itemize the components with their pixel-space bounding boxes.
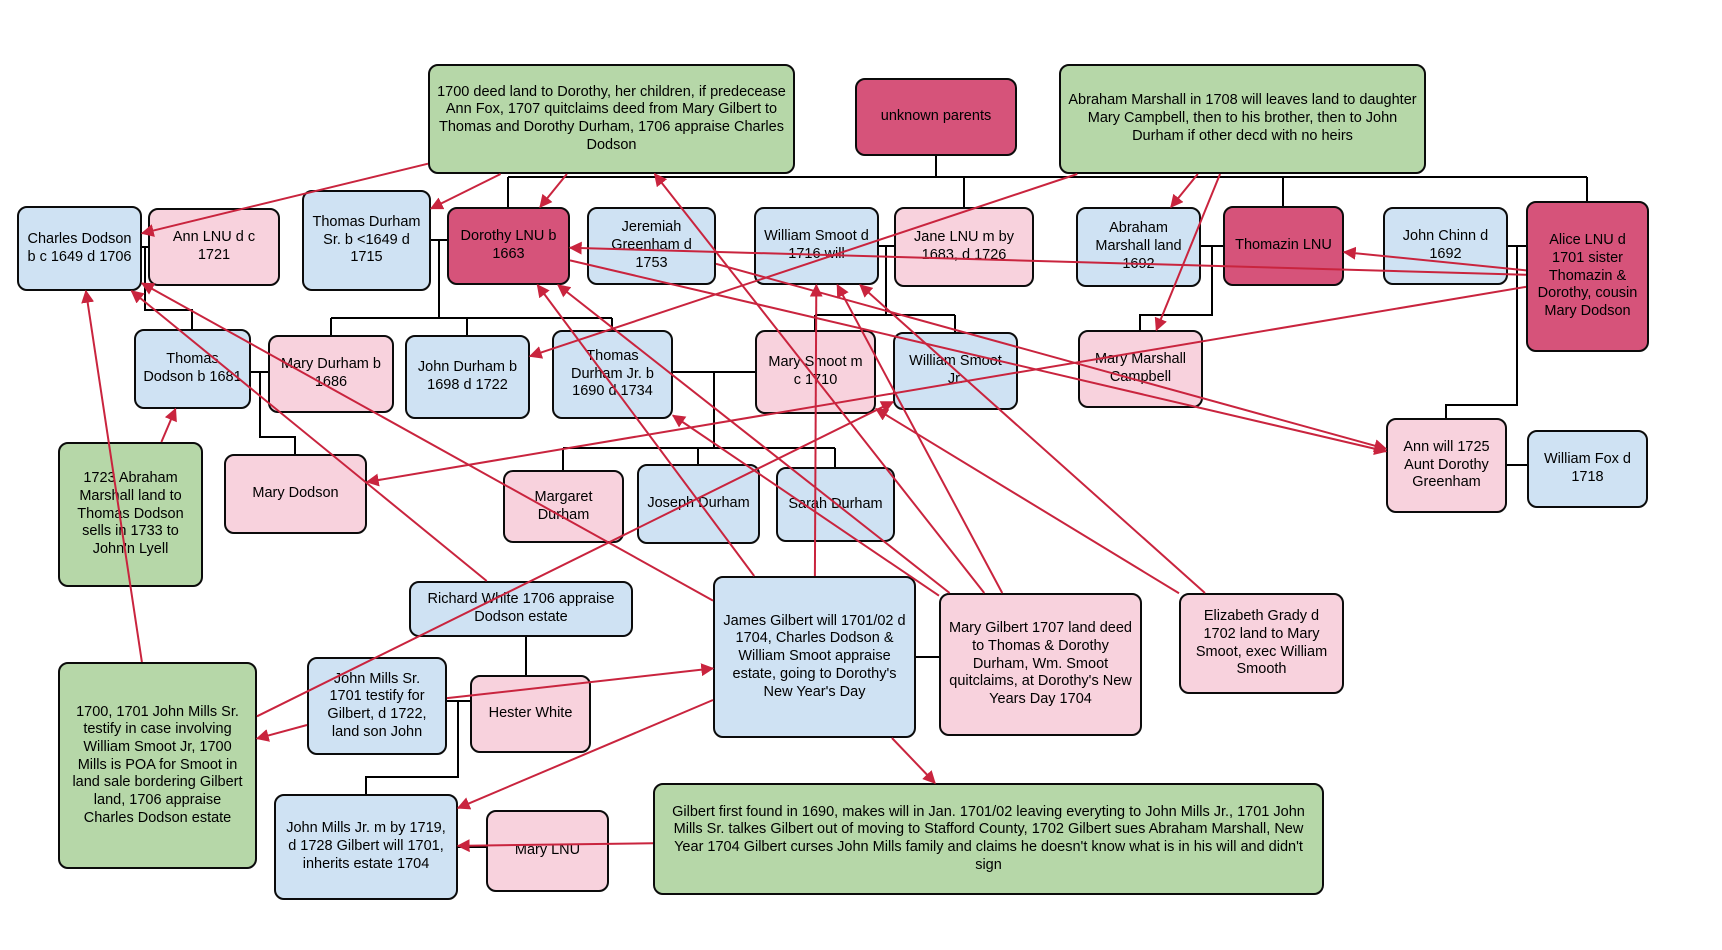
- note-1723-marshall: 1723 Abraham Marshall land to Thomas Dod…: [58, 442, 203, 587]
- ann-will-1725: Ann will 1725 Aunt Dorothy Greenham: [1386, 418, 1507, 513]
- sarah-durham: Sarah Durham: [776, 467, 895, 542]
- arrow-note-1723-marshall-to-thomas-dodson: [160, 407, 177, 443]
- mary-marshall-campbell: Mary Marshall Campbell: [1078, 330, 1203, 408]
- ann-lnu: Ann LNU d c 1721: [148, 208, 280, 286]
- note-marshall-will: Abraham Marshall in 1708 will leaves lan…: [1059, 64, 1426, 174]
- elizabeth-grady: Elizabeth Grady d 1702 land to Mary Smoo…: [1179, 593, 1344, 694]
- joseph-durham: Joseph Durham: [637, 464, 760, 544]
- john-chinn: John Chinn d 1692: [1383, 207, 1508, 285]
- abraham-marshall: Abraham Marshall land 1692: [1076, 207, 1201, 287]
- arrow-note-deed-1700-to-thomas-durham-sr: [429, 173, 502, 210]
- note-deed-1700: 1700 deed land to Dorothy, her children,…: [428, 64, 795, 174]
- charles-dodson: Charles Dodson b c 1649 d 1706: [17, 206, 142, 291]
- arrow-elizabeth-grady-to-mary-smoot: [874, 407, 1180, 595]
- thomazin-lnu: Thomazin LNU: [1223, 206, 1344, 286]
- william-fox: William Fox d 1718: [1527, 430, 1648, 508]
- john-mills-jr: John Mills Jr. m by 1719, d 1728 Gilbert…: [274, 794, 458, 900]
- note-mills-testify: 1700, 1701 John Mills Sr. testify in cas…: [58, 662, 257, 869]
- mary-dodson: Mary Dodson: [224, 454, 367, 534]
- mary-gilbert: Mary Gilbert 1707 land deed to Thomas & …: [939, 593, 1142, 736]
- mary-smoot: Mary Smoot m c 1710: [755, 330, 876, 414]
- alice-lnu: Alice LNU d 1701 sister Thomazin & Dorot…: [1526, 201, 1649, 352]
- william-smoot: William Smoot d 1716 will: [754, 207, 879, 285]
- jeremiah-greenham: Jeremiah Greenham d 1753: [587, 207, 716, 285]
- jane-lnu: Jane LNU m by 1683, d 1726: [894, 207, 1034, 287]
- thomas-durham-sr: Thomas Durham Sr. b <1649 d 1715: [302, 190, 431, 291]
- mary-durham: Mary Durham b 1686: [268, 335, 394, 413]
- margaret-durham: Margaret Durham: [503, 470, 624, 543]
- arrow-james-gilbert-to-note-gilbert-history: [891, 737, 936, 784]
- john-mills-sr: John Mills Sr. 1701 testify for Gilbert,…: [307, 657, 447, 755]
- richard-white: Richard White 1706 appraise Dodson estat…: [409, 581, 633, 637]
- john-durham: John Durham b 1698 d 1722: [405, 335, 530, 419]
- thomas-durham-jr: Thomas Durham Jr. b 1690 d 1734: [552, 330, 673, 419]
- unknown-parents: unknown parents: [855, 78, 1017, 156]
- hester-white: Hester White: [470, 675, 591, 753]
- dorothy-lnu: Dorothy LNU b 1663: [447, 207, 570, 285]
- mary-lnu: Mary LNU: [486, 810, 609, 892]
- arrow-john-mills-sr-to-note-mills-testify: [255, 724, 308, 742]
- arrow-note-marshall-will-to-abraham-marshall: [1170, 173, 1199, 209]
- james-gilbert: James Gilbert will 1701/02 d 1704, Charl…: [713, 576, 916, 738]
- note-gilbert-history: Gilbert first found in 1690, makes will …: [653, 783, 1324, 895]
- thomas-dodson: Thomas Dodson b 1681: [134, 329, 251, 409]
- arrow-note-deed-1700-to-dorothy-lnu: [539, 173, 568, 209]
- william-smoot-jr: William Smoot Jr.: [893, 332, 1018, 410]
